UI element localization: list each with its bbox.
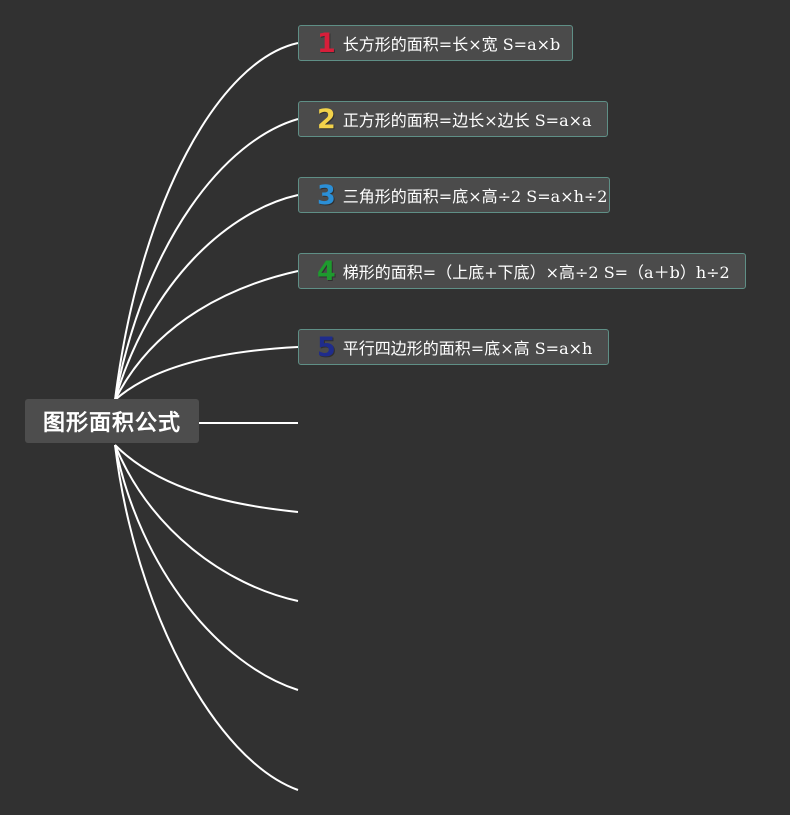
connector-10 bbox=[114, 444, 299, 791]
topic-label: 长方形的面积=长×宽 S=a×b bbox=[342, 35, 561, 54]
priority-5-icon: 5 bbox=[317, 331, 336, 363]
priority-1-icon: 1 bbox=[317, 27, 336, 59]
priority-2-icon: 2 bbox=[317, 103, 336, 135]
root-topic-label: 图形面积公式 bbox=[42, 411, 181, 436]
connector-7 bbox=[114, 444, 299, 513]
topic-label: 平行四边形的面积=底×高 S=a×h bbox=[342, 339, 593, 358]
topic-label: 梯形的面积=（上底+下底）×高÷2 S=（a＋b）h÷2 bbox=[342, 263, 730, 282]
topic-rectangle-area[interactable]: 1 长方形的面积=长×宽 S=a×b bbox=[298, 25, 573, 61]
connector-1 bbox=[114, 42, 299, 401]
root-topic[interactable]: 图形面积公式 bbox=[25, 399, 199, 443]
connector-2 bbox=[114, 118, 299, 401]
priority-3-icon: 3 bbox=[317, 179, 336, 211]
priority-4-icon: 4 bbox=[317, 255, 336, 287]
connector-4 bbox=[114, 270, 299, 401]
topic-square-area[interactable]: 2 正方形的面积=边长×边长 S=a×a bbox=[298, 101, 608, 137]
connector-9 bbox=[114, 444, 299, 691]
connector-8 bbox=[114, 444, 299, 602]
topic-label: 三角形的面积=底×高÷2 S=a×h÷2 bbox=[342, 187, 608, 206]
connector-3 bbox=[114, 194, 299, 401]
topic-triangle-area[interactable]: 3 三角形的面积=底×高÷2 S=a×h÷2 bbox=[298, 177, 610, 213]
topic-trapezoid-area[interactable]: 4 梯形的面积=（上底+下底）×高÷2 S=（a＋b）h÷2 bbox=[298, 253, 746, 289]
topic-label: 正方形的面积=边长×边长 S=a×a bbox=[342, 111, 592, 130]
connector-5 bbox=[114, 346, 299, 401]
topic-parallelogram-area[interactable]: 5 平行四边形的面积=底×高 S=a×h bbox=[298, 329, 609, 365]
